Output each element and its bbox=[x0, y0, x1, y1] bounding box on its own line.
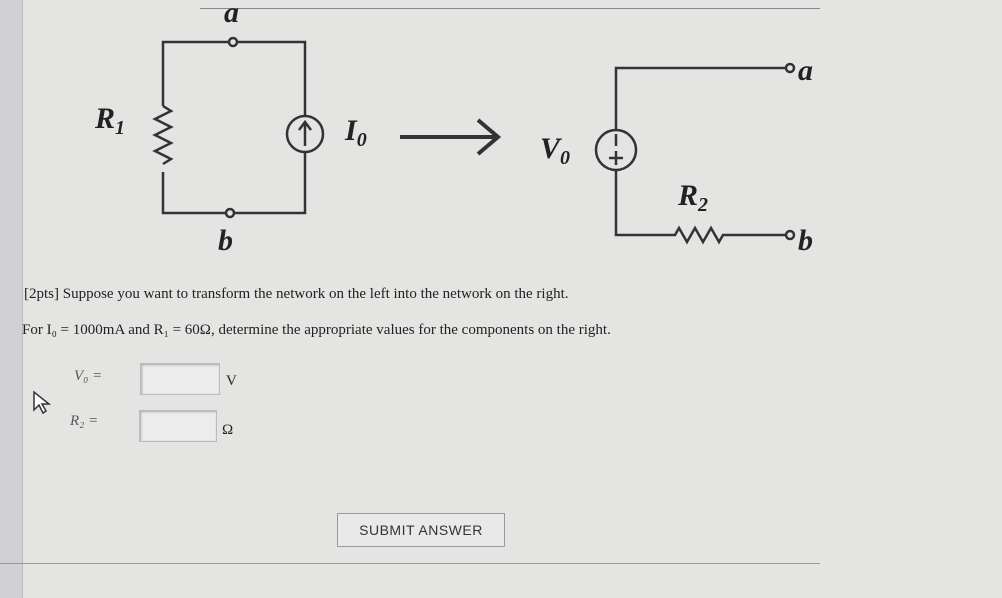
question-given: For I₀ = 1000mA and R₁ = 60Ω, determine … bbox=[22, 322, 611, 338]
divider-top bbox=[200, 8, 820, 9]
terminal-a-left bbox=[227, 36, 239, 48]
label-i0: I bbox=[344, 114, 358, 147]
label-a-left: a bbox=[224, 0, 239, 29]
terminal-b-left bbox=[224, 207, 236, 219]
svg-text:R2: R2 bbox=[677, 179, 708, 216]
r2-label: R₂ = bbox=[70, 413, 99, 429]
svg-text:I0: I0 bbox=[344, 114, 367, 151]
circuit-diagram: a b R1 I0 V0 R2 a b bbox=[94, 0, 813, 257]
r2-unit: Ω bbox=[222, 422, 234, 438]
mouse-cursor-icon bbox=[33, 390, 52, 415]
divider-bottom bbox=[0, 563, 820, 564]
label-a-right: a bbox=[798, 54, 813, 87]
v0-unit: V bbox=[226, 373, 237, 389]
label-b-left: b bbox=[218, 224, 233, 257]
v0-input[interactable] bbox=[140, 363, 220, 395]
svg-text:V0: V0 bbox=[540, 132, 570, 169]
v0-label: V₀ = bbox=[74, 368, 103, 384]
r2-input[interactable] bbox=[139, 410, 217, 442]
side-panel bbox=[0, 0, 23, 598]
label-r1: R bbox=[94, 102, 115, 135]
svg-text:R1: R1 bbox=[94, 102, 125, 139]
voltage-source bbox=[594, 128, 638, 172]
label-b-right: b bbox=[798, 224, 813, 257]
label-v0: V bbox=[540, 132, 563, 165]
submit-answer-button[interactable]: SUBMIT ANSWER bbox=[337, 513, 505, 547]
label-r2: R bbox=[677, 179, 698, 212]
question-text: [2pts] Suppose you want to transform the… bbox=[24, 286, 569, 302]
